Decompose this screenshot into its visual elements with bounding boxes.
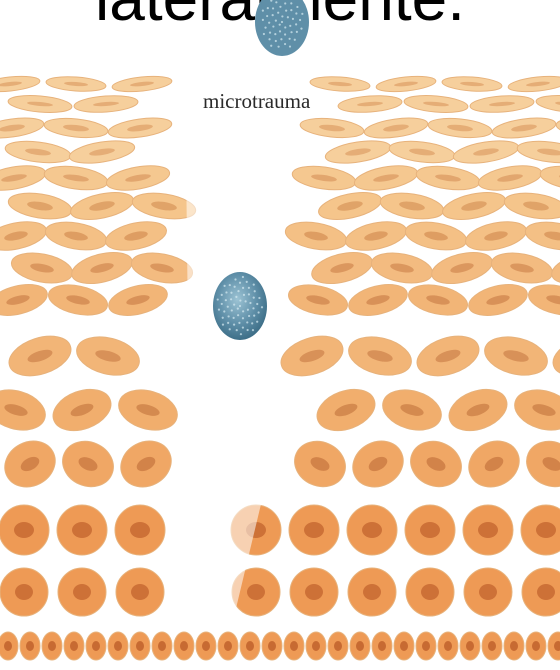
- blue-cell-icon: [255, 0, 309, 56]
- microtrauma-label: microtrauma: [203, 89, 310, 114]
